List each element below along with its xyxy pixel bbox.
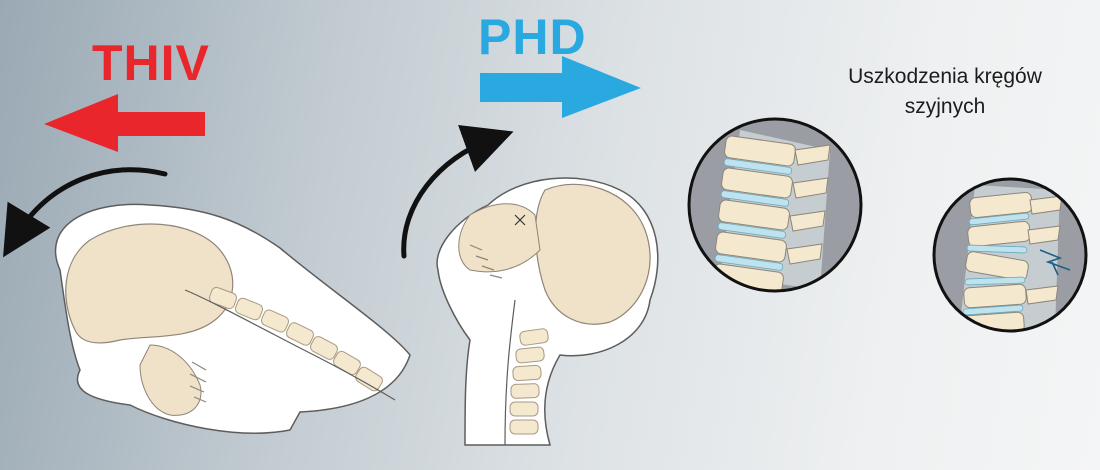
arrow-right-icon [480, 56, 641, 118]
head-flexion-illustration [56, 204, 410, 433]
spine-inset-damaged [934, 179, 1086, 336]
spine-inset-normal [689, 119, 861, 295]
arrow-left-icon [44, 94, 205, 152]
head-extension-illustration [437, 178, 658, 445]
